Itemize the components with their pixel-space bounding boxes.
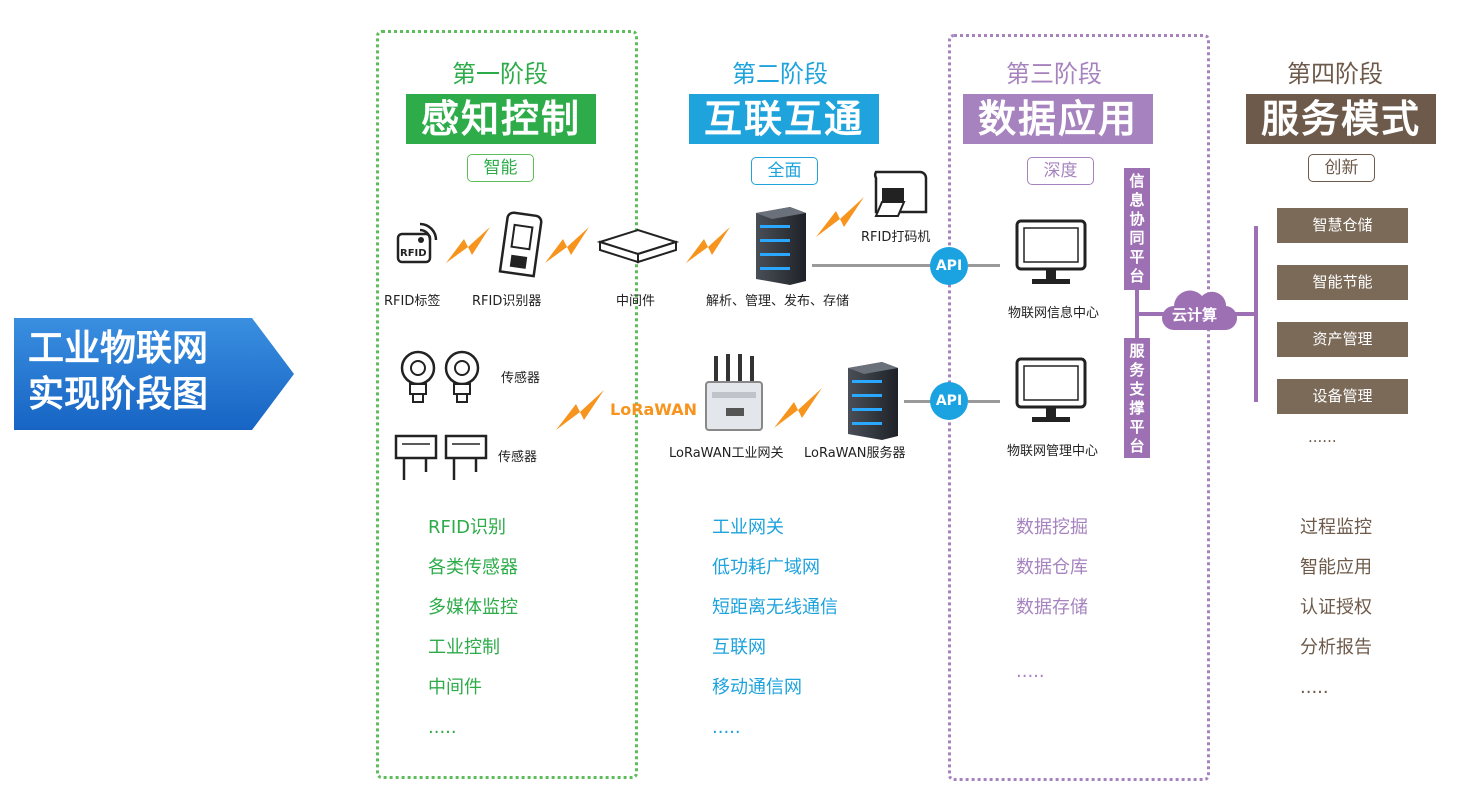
server-top-label: 解析、管理、发布、存储 <box>706 294 850 309</box>
list-item: 过程监控 <box>1300 517 1372 538</box>
list-item: 智能应用 <box>1300 557 1372 578</box>
list-item: 低功耗广域网 <box>712 557 820 578</box>
list-item: 各类传感器 <box>428 557 518 578</box>
connector-line <box>812 264 932 267</box>
platform-connector <box>1228 312 1258 316</box>
list-item: 互联网 <box>712 637 766 658</box>
monitor-icon <box>1015 219 1087 284</box>
list-item: 工业控制 <box>428 637 500 658</box>
platform-connector <box>1137 312 1167 316</box>
list-item: 移动通信网 <box>712 677 802 698</box>
monitor-top-label: 物联网信息中心 <box>1008 306 1100 321</box>
list-item: 数据存储 <box>1016 597 1088 618</box>
lightning-icon <box>545 227 589 263</box>
stage4-title: 第四阶段 <box>1287 60 1383 88</box>
gateway-icon <box>705 354 763 431</box>
stage2-banner: 互联互通 <box>689 94 879 144</box>
server-icon <box>848 362 898 440</box>
platform-bottom-bar: 服务支撑平台 <box>1124 338 1150 458</box>
connector-line <box>904 400 932 403</box>
stage2-list: 工业网关 低功耗广域网 短距离无线通信 互联网 移动通信网 ..... <box>712 508 838 748</box>
monitor-bottom-label: 物联网管理中心 <box>1007 444 1099 459</box>
stage1-title: 第一阶段 <box>452 60 548 88</box>
platform-top-text: 信息协同平台 <box>1129 172 1145 285</box>
sensor1-label: 传感器 <box>501 371 541 386</box>
rfid-tag-icon <box>396 222 438 264</box>
rfid-reader-icon <box>498 211 543 278</box>
service-more: ...... <box>1308 428 1337 446</box>
lightning-icon <box>556 390 604 430</box>
sensor-icon <box>400 350 436 403</box>
service-item: 资产管理 <box>1277 322 1408 357</box>
middleware-icon <box>596 228 680 264</box>
server-icon <box>756 207 806 285</box>
stage3-title: 第三阶段 <box>1006 60 1102 88</box>
sensor-box-icon <box>394 434 438 480</box>
lorawan-label: LoRaWAN <box>610 400 698 419</box>
middleware-label: 中间件 <box>616 294 656 309</box>
platform-bottom-text: 服务支撑平台 <box>1129 342 1145 455</box>
stage4-tag: 创新 <box>1308 154 1375 182</box>
list-item: ..... <box>1300 677 1329 698</box>
service-connector <box>1254 226 1258 402</box>
lightning-icon <box>686 227 730 263</box>
list-item: RFID识别 <box>428 517 507 538</box>
stage3-tag: 深度 <box>1027 157 1094 185</box>
stage1-banner: 感知控制 <box>406 94 596 144</box>
monitor-icon <box>1015 357 1087 422</box>
rfid-tag-label: RFID标签 <box>384 294 441 309</box>
platform-top-bar: 信息协同平台 <box>1124 168 1150 290</box>
list-item: 分析报告 <box>1300 637 1372 658</box>
stage3-list: 数据挖掘 数据仓库 数据存储 ..... <box>1016 508 1088 692</box>
api-bottom-badge: API <box>930 382 968 420</box>
list-item: 多媒体监控 <box>428 597 518 618</box>
stage4-list: 过程监控 智能应用 认证授权 分析报告 ..... <box>1300 508 1372 708</box>
list-item: ..... <box>428 717 457 738</box>
stage1-tag: 智能 <box>467 154 534 182</box>
stage1-list: RFID识别 各类传感器 多媒体监控 工业控制 中间件 ..... <box>428 508 518 748</box>
list-item: 认证授权 <box>1300 597 1372 618</box>
lightning-icon <box>446 227 490 263</box>
service-item: 设备管理 <box>1277 379 1408 414</box>
connector-line <box>968 264 1000 267</box>
main-title-line2: 实现阶段图 <box>28 374 209 415</box>
lorawan-gateway-label: LoRaWAN工业网关 <box>669 446 784 461</box>
sensor-icon <box>444 350 480 403</box>
stage3-banner: 数据应用 <box>963 94 1153 144</box>
list-item: 数据挖掘 <box>1016 517 1088 538</box>
api-top-badge: API <box>930 247 968 285</box>
sensor-box-icon <box>444 434 488 480</box>
cloud-icon <box>1162 290 1238 331</box>
list-item: 中间件 <box>428 677 482 698</box>
list-item: 工业网关 <box>712 517 784 538</box>
printer-label: RFID打码机 <box>861 230 931 245</box>
list-item: ..... <box>712 717 741 738</box>
main-title-arrow: 工业物联网 实现阶段图 <box>14 318 294 430</box>
list-item: 短距离无线通信 <box>712 597 838 618</box>
rfid-reader-label: RFID识别器 <box>472 294 542 309</box>
main-title-line1: 工业物联网 <box>28 328 209 369</box>
service-item: 智能节能 <box>1277 265 1408 300</box>
rfid-icon-text: RFID <box>400 248 427 259</box>
service-item: 智慧仓储 <box>1277 208 1408 243</box>
sensor2-label: 传感器 <box>498 450 538 465</box>
list-item: 数据仓库 <box>1016 557 1088 578</box>
list-item: ..... <box>1016 661 1045 682</box>
stage2-tag: 全面 <box>751 157 818 185</box>
stage1-frame <box>376 30 638 779</box>
lightning-icon <box>816 197 864 237</box>
arrow-shape <box>14 318 294 430</box>
printer-icon <box>873 170 928 217</box>
cloud-label: 云计算 <box>1172 306 1218 324</box>
lightning-icon <box>774 388 822 428</box>
stage4-banner: 服务模式 <box>1246 94 1436 144</box>
stage2-title: 第二阶段 <box>732 60 828 88</box>
connector-line <box>968 400 1000 403</box>
lorawan-server-label: LoRaWAN服务器 <box>804 446 906 461</box>
